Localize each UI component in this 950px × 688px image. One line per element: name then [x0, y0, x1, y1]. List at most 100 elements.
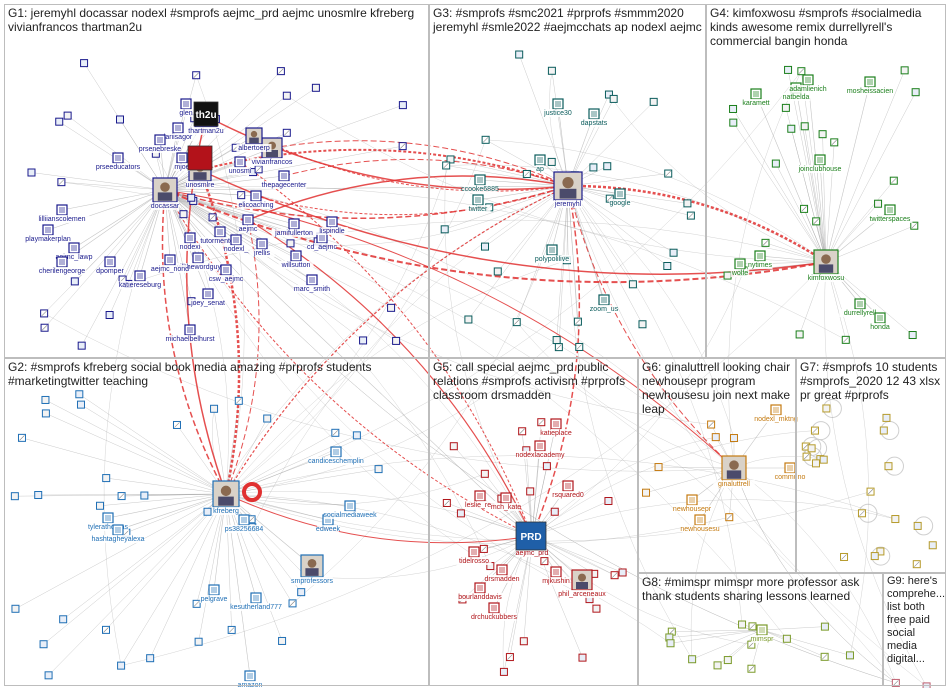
- node-katieplace[interactable]: katieplace: [538, 418, 574, 437]
- node-label: mch_kate: [491, 504, 521, 511]
- node-honda[interactable]: honda: [870, 312, 890, 331]
- node-marc_smith[interactable]: marc_smith: [294, 274, 330, 293]
- node-google[interactable]: google: [609, 188, 631, 207]
- avatar-mark: [193, 72, 199, 78]
- avatar: [116, 115, 125, 124]
- node-aejmc_nond[interactable]: aejmc_nond: [151, 254, 189, 273]
- node-thepagecenter[interactable]: thepagecenter: [261, 170, 307, 189]
- node-cherilengeorge[interactable]: cherilengeorge: [37, 256, 87, 275]
- node-mjoe[interactable]: mjoe: [174, 152, 190, 171]
- node-mimspr[interactable]: mimspr: [751, 624, 775, 643]
- node-label: durrellyrell: [844, 310, 877, 317]
- node-aejmc_lawp[interactable]: aejmc_lawp: [56, 242, 93, 261]
- avatar: [297, 588, 306, 597]
- node-zoom_us[interactable]: zoom_us: [590, 294, 619, 313]
- node-label: jrellis: [253, 250, 270, 257]
- avatar: [102, 474, 111, 483]
- node-tylerathomas[interactable]: tylerathomas: [87, 512, 129, 531]
- avatar: [519, 637, 528, 646]
- node-newhousesu[interactable]: newhousesu: [680, 514, 720, 533]
- node-hashtagheyalexa[interactable]: hashtagheyalexa: [92, 524, 145, 543]
- avatar: [11, 604, 20, 613]
- node-socialmediaweek[interactable]: socialmediaweek: [323, 500, 377, 519]
- node-docassar[interactable]: docassar: [151, 177, 180, 210]
- node-justice30[interactable]: justice30: [542, 98, 574, 117]
- red-edge: [239, 161, 533, 537]
- pane-title-g7: G7: #smprofs 10 students #smprofs_2020 1…: [800, 360, 941, 402]
- node-willthewordguy[interactable]: willthewordguy: [173, 252, 223, 271]
- node-nodexlacademy[interactable]: nodexlacademy: [515, 440, 565, 459]
- node-mch_kate[interactable]: mch_kate: [491, 492, 521, 511]
- node-pelgrave[interactable]: pelgrave: [199, 584, 229, 603]
- node-katiereseburg[interactable]: katiereseburg: [117, 270, 163, 289]
- node-tidelrosso[interactable]: tidelrosso: [456, 546, 492, 565]
- node-label: mjkushin: [542, 578, 570, 585]
- node-mjkushin[interactable]: mjkushin: [541, 566, 571, 585]
- node-joinclubhouse[interactable]: joinclubhouse: [797, 154, 843, 173]
- node-prsenebreske[interactable]: prsenebreske: [139, 134, 182, 153]
- node-kimfoxwosu[interactable]: kimfoxwosu: [808, 249, 845, 282]
- node-kesutherland777[interactable]: kesutherland777: [230, 592, 282, 611]
- node-playmakerplan[interactable]: playmakerplan: [25, 224, 71, 243]
- node-nodexl_[interactable]: nodexl_: [223, 234, 249, 253]
- node-bourlanddavis[interactable]: bourlanddavis: [457, 582, 503, 601]
- node-label: newhousesu: [680, 526, 719, 533]
- node-nytimes[interactable]: nytimes: [747, 250, 773, 269]
- node-karamett[interactable]: karamett: [741, 88, 771, 107]
- node-jrellis[interactable]: jrellis: [249, 238, 275, 257]
- node-label: katieplace: [540, 430, 572, 437]
- node-unosmi[interactable]: unosmi: [229, 156, 252, 175]
- node-lispindle[interactable]: lispindle: [316, 216, 348, 235]
- avatar: [589, 163, 598, 172]
- node-label: hashtagheyalexa: [92, 536, 145, 543]
- node-jeremyhl[interactable]: jeremyhl: [553, 171, 583, 208]
- node-vivianfrancos[interactable]: vivianfrancos: [249, 137, 295, 166]
- node-aejmc[interactable]: aejmc: [239, 214, 258, 233]
- node-dpomper[interactable]: dpomper: [96, 256, 124, 275]
- node-tutormentors[interactable]: tutormentors: [199, 226, 241, 245]
- node-ap[interactable]: ap: [534, 154, 546, 173]
- node-michaelbelhurst[interactable]: michaelbelhurst: [164, 324, 216, 343]
- node-ps38256684[interactable]: ps38256684: [225, 514, 264, 533]
- avatar: [10, 492, 19, 501]
- node-ginaluttrell[interactable]: ginaluttrell: [713, 455, 755, 488]
- node-prseeducators[interactable]: prseeducators: [95, 152, 141, 171]
- avatar-mark: [332, 430, 339, 436]
- node-wolfe[interactable]: wolfe: [730, 258, 750, 277]
- node-ccooke6885[interactable]: ccooke6885: [461, 174, 499, 193]
- node-kfreberg[interactable]: kfreberg: [211, 480, 241, 515]
- node-adamlienich[interactable]: adamlienich: [788, 74, 828, 93]
- red-edge: [567, 185, 735, 469]
- node-drchuckubbers[interactable]: drchuckubbers: [471, 602, 517, 621]
- node-dapstats[interactable]: dapstats: [579, 108, 609, 127]
- node-drsmadden[interactable]: drsmadden: [484, 564, 520, 583]
- edge: [225, 260, 567, 495]
- node-elicoaching[interactable]: elicoaching: [236, 190, 276, 209]
- node-durrellyrell[interactable]: durrellyrell: [839, 298, 881, 317]
- node-csw_aejmc[interactable]: csw_aejmc: [209, 264, 244, 283]
- node-rsquared0[interactable]: rsquared0: [552, 480, 584, 499]
- node-label: csw_aejmc: [209, 276, 244, 283]
- node-nodexl[interactable]: nodexl: [179, 232, 201, 251]
- node-glen[interactable]: glen: [178, 98, 194, 117]
- node-twitter[interactable]: twitter: [465, 194, 491, 213]
- node-joey_senat[interactable]: joey_senat: [190, 288, 226, 307]
- edge: [819, 159, 827, 263]
- edge: [608, 94, 827, 263]
- node-smprofessors[interactable]: smprofessors: [291, 554, 334, 585]
- node-lilliianscolemen[interactable]: lilliianscolemen: [34, 204, 90, 223]
- node-newhousepr[interactable]: newhousepr: [673, 494, 712, 513]
- node-nodexl_mktng[interactable]: nodexl_mktng: [754, 404, 798, 423]
- node-albertoerp[interactable]: albertoerp: [236, 127, 272, 152]
- node-willsutton[interactable]: willsutton: [278, 250, 314, 269]
- node-leslie_rea[interactable]: leslie_rea: [462, 490, 498, 509]
- node-phil_arceneaux[interactable]: phil_arceneaux: [557, 569, 606, 598]
- node-polypolilive[interactable]: polypolilive: [531, 244, 573, 263]
- node-lariisagor[interactable]: lariisagor: [160, 122, 196, 141]
- node-jamifullerton[interactable]: jamifullerton: [271, 218, 317, 237]
- edge: [121, 493, 227, 497]
- node-mosheissacien[interactable]: mosheissacien: [847, 76, 893, 95]
- node-twitterspaces[interactable]: twitterspaces: [867, 204, 913, 223]
- edge: [567, 185, 927, 687]
- node-candiceschemplin[interactable]: candiceschemplin: [308, 446, 364, 465]
